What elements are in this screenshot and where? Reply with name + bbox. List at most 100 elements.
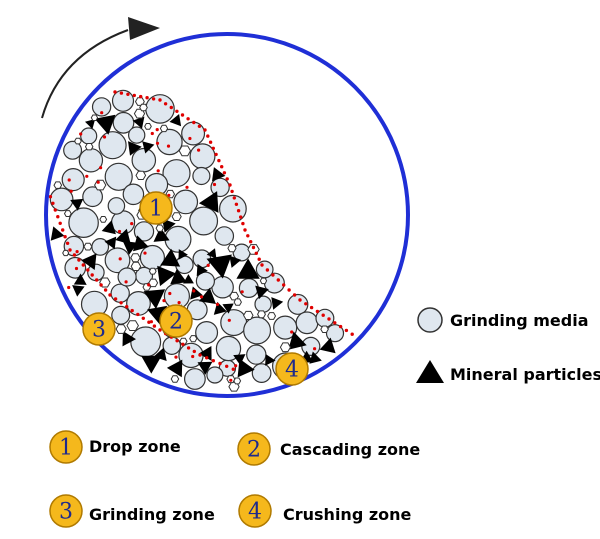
boundary-dot	[181, 342, 185, 346]
boundary-dot	[192, 120, 196, 125]
boundary-dot	[147, 320, 151, 324]
boundary-dot	[211, 146, 215, 150]
grinding-media-ball	[206, 366, 224, 384]
boundary-dot	[257, 257, 261, 261]
badge-circle	[139, 191, 173, 225]
boundary-dot	[327, 317, 331, 321]
small-particle	[148, 278, 159, 288]
boundary-dot	[249, 240, 253, 244]
boundary-dot	[72, 253, 77, 257]
trajectory-dot	[191, 354, 195, 359]
grinding-media-ball	[183, 368, 206, 390]
boundary-dot	[108, 293, 112, 297]
boundary-dot	[321, 313, 325, 317]
boundary-dot	[333, 321, 337, 325]
mineral-particle	[271, 297, 284, 310]
boundary-dot	[126, 92, 130, 97]
small-particle	[257, 310, 266, 319]
mineral-particle	[265, 354, 276, 366]
mineral-particle	[319, 337, 336, 354]
mineral-particle	[85, 119, 96, 130]
small-particle	[90, 114, 99, 121]
mineral-particle	[50, 226, 65, 241]
boundary-dot	[90, 273, 94, 277]
boundary-dot	[48, 195, 53, 199]
key-label-cascading-zone: Cascading zone	[280, 440, 420, 459]
grinding-media-ball	[133, 221, 155, 242]
small-particle	[74, 137, 82, 145]
trajectory-dot	[166, 144, 171, 148]
small-particle	[159, 124, 169, 133]
legend-label-mineral-particles: Mineral particles	[450, 365, 600, 384]
trajectory-dot	[162, 299, 166, 303]
grinding-media-ball	[162, 159, 191, 188]
mineral-particle	[94, 114, 116, 135]
boundary-dot	[145, 96, 149, 100]
badge-number: 4	[285, 358, 299, 383]
boundary-dot	[276, 278, 280, 282]
boundary-dot	[125, 305, 129, 309]
badge-circle	[237, 432, 271, 466]
boundary-dot	[152, 324, 157, 328]
small-particle	[155, 224, 164, 232]
trajectory-dot	[102, 135, 107, 139]
mineral-particle	[198, 191, 219, 213]
mineral-particle	[212, 167, 226, 182]
grinding-media-ball	[251, 363, 272, 384]
mineral-particle	[222, 303, 234, 314]
boundary-dot	[163, 102, 168, 106]
grinding-media-ball	[246, 344, 267, 365]
grinding-media-ball	[181, 121, 206, 146]
boundary-dot	[119, 301, 123, 305]
grinding-media-ball	[127, 126, 146, 144]
trajectory-dot	[290, 330, 294, 334]
boundary-dot	[309, 305, 314, 310]
mineral-particle	[198, 287, 216, 304]
trajectory-dot	[149, 320, 153, 324]
grinding-media-ball	[104, 162, 133, 191]
trajectory-dot	[69, 189, 73, 193]
mineral-particle	[133, 235, 149, 252]
badge-number: 2	[169, 310, 183, 335]
grinding-media-ball	[215, 335, 242, 362]
mineral-particle	[170, 268, 187, 285]
grinding-media-ball	[295, 311, 319, 335]
boundary-dot	[217, 158, 221, 163]
grinding-media-ball	[218, 194, 247, 223]
mineral-particle	[309, 351, 322, 364]
badge-circle	[49, 494, 83, 528]
boundary-dot	[180, 113, 185, 117]
boundary-dot	[141, 316, 145, 320]
boundary-dot	[344, 328, 349, 333]
boundary-dot	[251, 245, 256, 250]
badge-number: 3	[92, 318, 106, 343]
small-particle	[171, 212, 182, 221]
boundary-dot	[246, 234, 250, 238]
mineral-particle	[206, 254, 232, 279]
boundary-dot	[86, 268, 90, 272]
small-particle	[320, 325, 329, 333]
small-particle	[227, 244, 237, 253]
mineral-particle	[73, 273, 87, 285]
boundary-dot	[186, 346, 191, 350]
mill-shell	[44, 32, 410, 398]
small-particle	[63, 210, 72, 217]
mineral-particle	[288, 331, 307, 350]
boundary-dot	[225, 364, 229, 368]
key-label-grinding-zone: Grinding zone	[89, 505, 215, 524]
mineral-particle	[147, 305, 168, 325]
trajectory-dot	[197, 148, 201, 152]
small-particle	[279, 342, 291, 353]
trajectory-dot	[79, 132, 83, 136]
trajectory-dot	[227, 318, 231, 322]
mineral-particle	[122, 331, 136, 347]
boundary-dot	[298, 298, 302, 302]
badge-circle	[49, 430, 83, 464]
key-badge-2: 2	[237, 432, 271, 466]
grinding-media-ball	[139, 244, 165, 271]
grinding-media-ball	[63, 140, 83, 160]
boundary-dot	[214, 152, 218, 157]
mineral-particle	[141, 355, 162, 374]
mineral-particle	[128, 141, 142, 156]
